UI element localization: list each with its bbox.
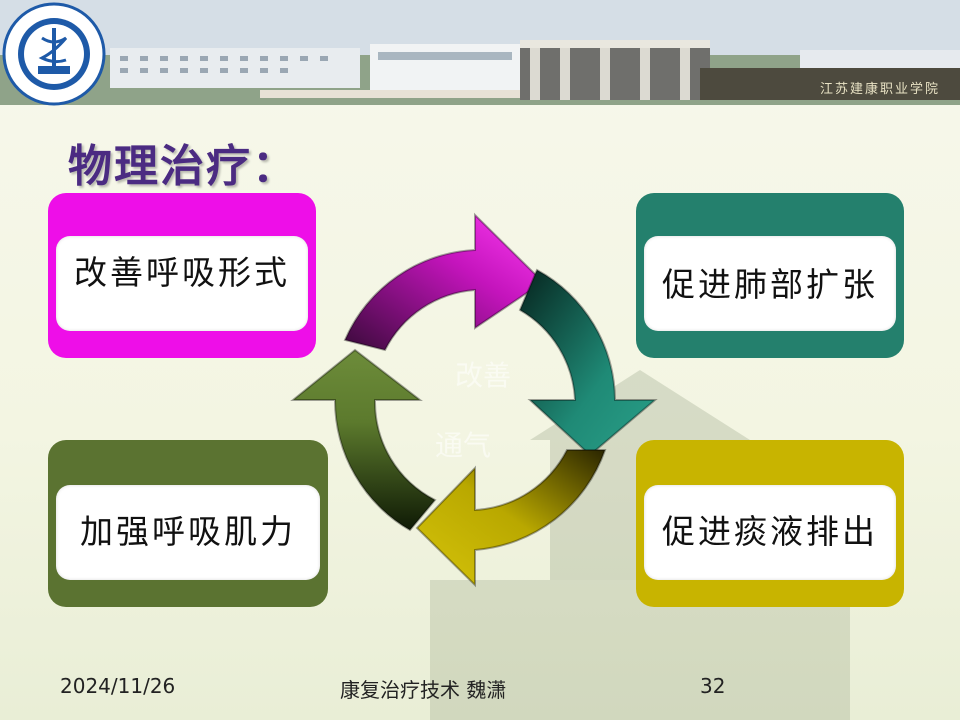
footer-date: 2024/11/26 bbox=[60, 674, 176, 698]
box-promote-sputum-discharge-panel: 促进痰液排出 bbox=[644, 485, 896, 580]
campus-photo: 江苏建康职业学院 bbox=[0, 0, 960, 105]
page-title: 物理治疗： bbox=[68, 141, 298, 192]
teal-arrow bbox=[518, 268, 658, 457]
box-improve-breathing-label: 改善呼吸形式 bbox=[74, 253, 290, 292]
olive-arrow bbox=[415, 449, 607, 588]
box-strengthen-respiratory-muscles: 加强呼吸肌力 bbox=[48, 440, 328, 607]
cycle-diagram: 改善 通气 bbox=[290, 212, 658, 588]
magenta-arrow bbox=[343, 212, 545, 352]
cycle-center-text-1: 改善 bbox=[455, 359, 511, 392]
green-arrow bbox=[290, 348, 437, 532]
box-improve-breathing: 改善呼吸形式 bbox=[48, 193, 316, 358]
footer-page-number: 32 bbox=[700, 674, 726, 698]
college-seal-icon bbox=[2, 2, 106, 106]
cycle-center-text-2: 通气 bbox=[435, 429, 491, 462]
box-promote-lung-expansion-panel: 促进肺部扩张 bbox=[644, 236, 896, 331]
box-promote-sputum-discharge: 促进痰液排出 bbox=[636, 440, 904, 607]
box-promote-lung-expansion: 促进肺部扩张 bbox=[636, 193, 904, 358]
box-strengthen-respiratory-muscles-panel: 加强呼吸肌力 bbox=[56, 485, 320, 580]
campus-sign-text: 江苏建康职业学院 bbox=[820, 81, 940, 97]
box-improve-breathing-panel: 改善呼吸形式 bbox=[56, 236, 308, 331]
box-promote-sputum-discharge-label: 促进痰液排出 bbox=[662, 512, 878, 551]
header-banner: 江苏建康职业学院 bbox=[0, 0, 960, 105]
footer-course: 康复治疗技术 魏潇 bbox=[340, 678, 507, 702]
box-strengthen-respiratory-muscles-label: 加强呼吸肌力 bbox=[80, 512, 296, 551]
box-promote-lung-expansion-label: 促进肺部扩张 bbox=[662, 265, 878, 304]
